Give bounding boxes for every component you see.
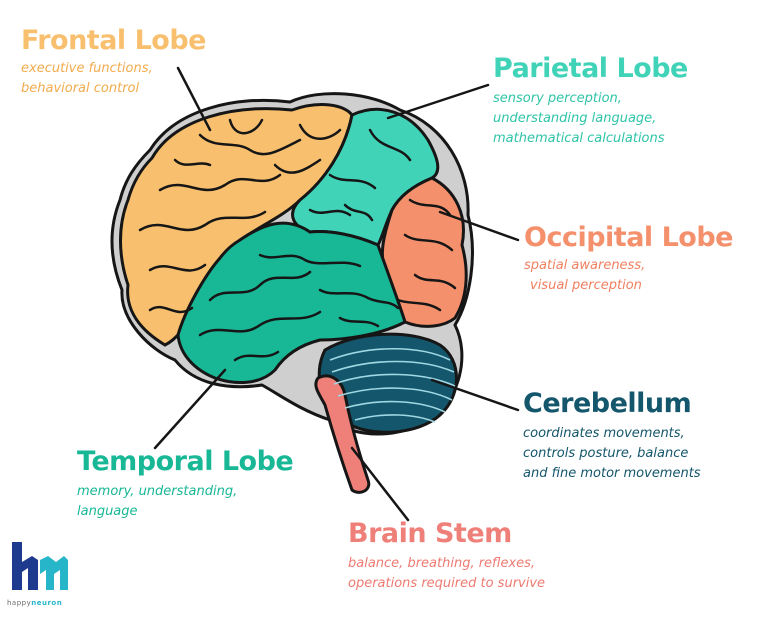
brainstem-description: balance, breathing, reflexes, operations… xyxy=(348,554,545,594)
logo-mark-right xyxy=(40,556,68,590)
logo-wordmark: happyneuron xyxy=(7,599,62,607)
frontal-lobe-desc-line: behavioral control xyxy=(21,81,140,96)
frontal-lobe-desc-line: executive functions, xyxy=(21,61,153,76)
occipital-leader-line xyxy=(438,210,520,242)
frontal-lobe-title: Frontal Lobe xyxy=(21,25,206,56)
logo-text-bold: neuron xyxy=(31,599,63,607)
temporal-lobe-desc-line: language xyxy=(77,504,138,519)
parietal-lobe-desc-line: sensory perception, xyxy=(493,91,622,106)
parietal-lobe-label: Parietal Lobe sensory perception, unders… xyxy=(493,53,688,149)
leader-lines xyxy=(153,66,520,522)
happyneuron-logo xyxy=(12,542,68,590)
occipital-lobe-desc-line: visual perception xyxy=(530,278,642,293)
brainstem-leader-line xyxy=(350,446,410,522)
occipital-lobe-desc-line: spatial awareness, xyxy=(524,258,646,273)
brainstem-desc-line: operations required to survive xyxy=(348,576,546,591)
logo-mark-left xyxy=(12,542,38,590)
cerebellum-leader-line xyxy=(430,378,520,412)
brainstem-title: Brain Stem xyxy=(348,518,512,549)
parietal-lobe-desc-line: understanding language, xyxy=(493,111,657,126)
parietal-lobe-desc-line: mathematical calculations xyxy=(493,131,665,146)
cerebellum-desc-line: controls posture, balance xyxy=(523,446,689,461)
cerebellum-title: Cerebellum xyxy=(523,388,692,419)
temporal-lobe-label: Temporal Lobe memory, understanding, lan… xyxy=(77,446,294,522)
temporal-lobe-title: Temporal Lobe xyxy=(77,446,294,477)
temporal-lobe-description: memory, understanding, language xyxy=(77,482,293,522)
brainstem-label: Brain Stem balance, breathing, reflexes,… xyxy=(348,518,545,594)
occipital-lobe-description: spatial awareness, visual perception xyxy=(524,256,733,296)
cerebellum-desc-line: coordinates movements, xyxy=(523,426,685,441)
brain-folds xyxy=(138,118,457,362)
cerebellum-desc-line: and fine motor movements xyxy=(523,466,701,481)
brainstem-region xyxy=(314,374,371,494)
parietal-lobe-title: Parietal Lobe xyxy=(493,53,688,84)
brainstem-desc-line: balance, breathing, reflexes, xyxy=(348,556,536,571)
occipital-lobe-title: Occipital Lobe xyxy=(524,222,733,253)
temporal-leader-line xyxy=(153,368,227,450)
temporal-lobe-desc-line: memory, understanding, xyxy=(77,484,238,499)
frontal-leader-line xyxy=(176,66,212,132)
logo-text-light: happy xyxy=(7,599,32,607)
frontal-lobe-label: Frontal Lobe executive functions, behavi… xyxy=(21,25,206,99)
cerebellum-label: Cerebellum coordinates movements, contro… xyxy=(523,388,701,484)
cerebellum-description: coordinates movements, controls posture,… xyxy=(523,424,701,484)
cerebellum-folia xyxy=(329,347,456,423)
parietal-lobe-description: sensory perception, understanding langua… xyxy=(493,89,688,149)
occipital-lobe-label: Occipital Lobe spatial awareness, visual… xyxy=(524,222,733,296)
parietal-leader-line xyxy=(386,83,490,120)
frontal-lobe-description: executive functions, behavioral control xyxy=(21,59,206,99)
